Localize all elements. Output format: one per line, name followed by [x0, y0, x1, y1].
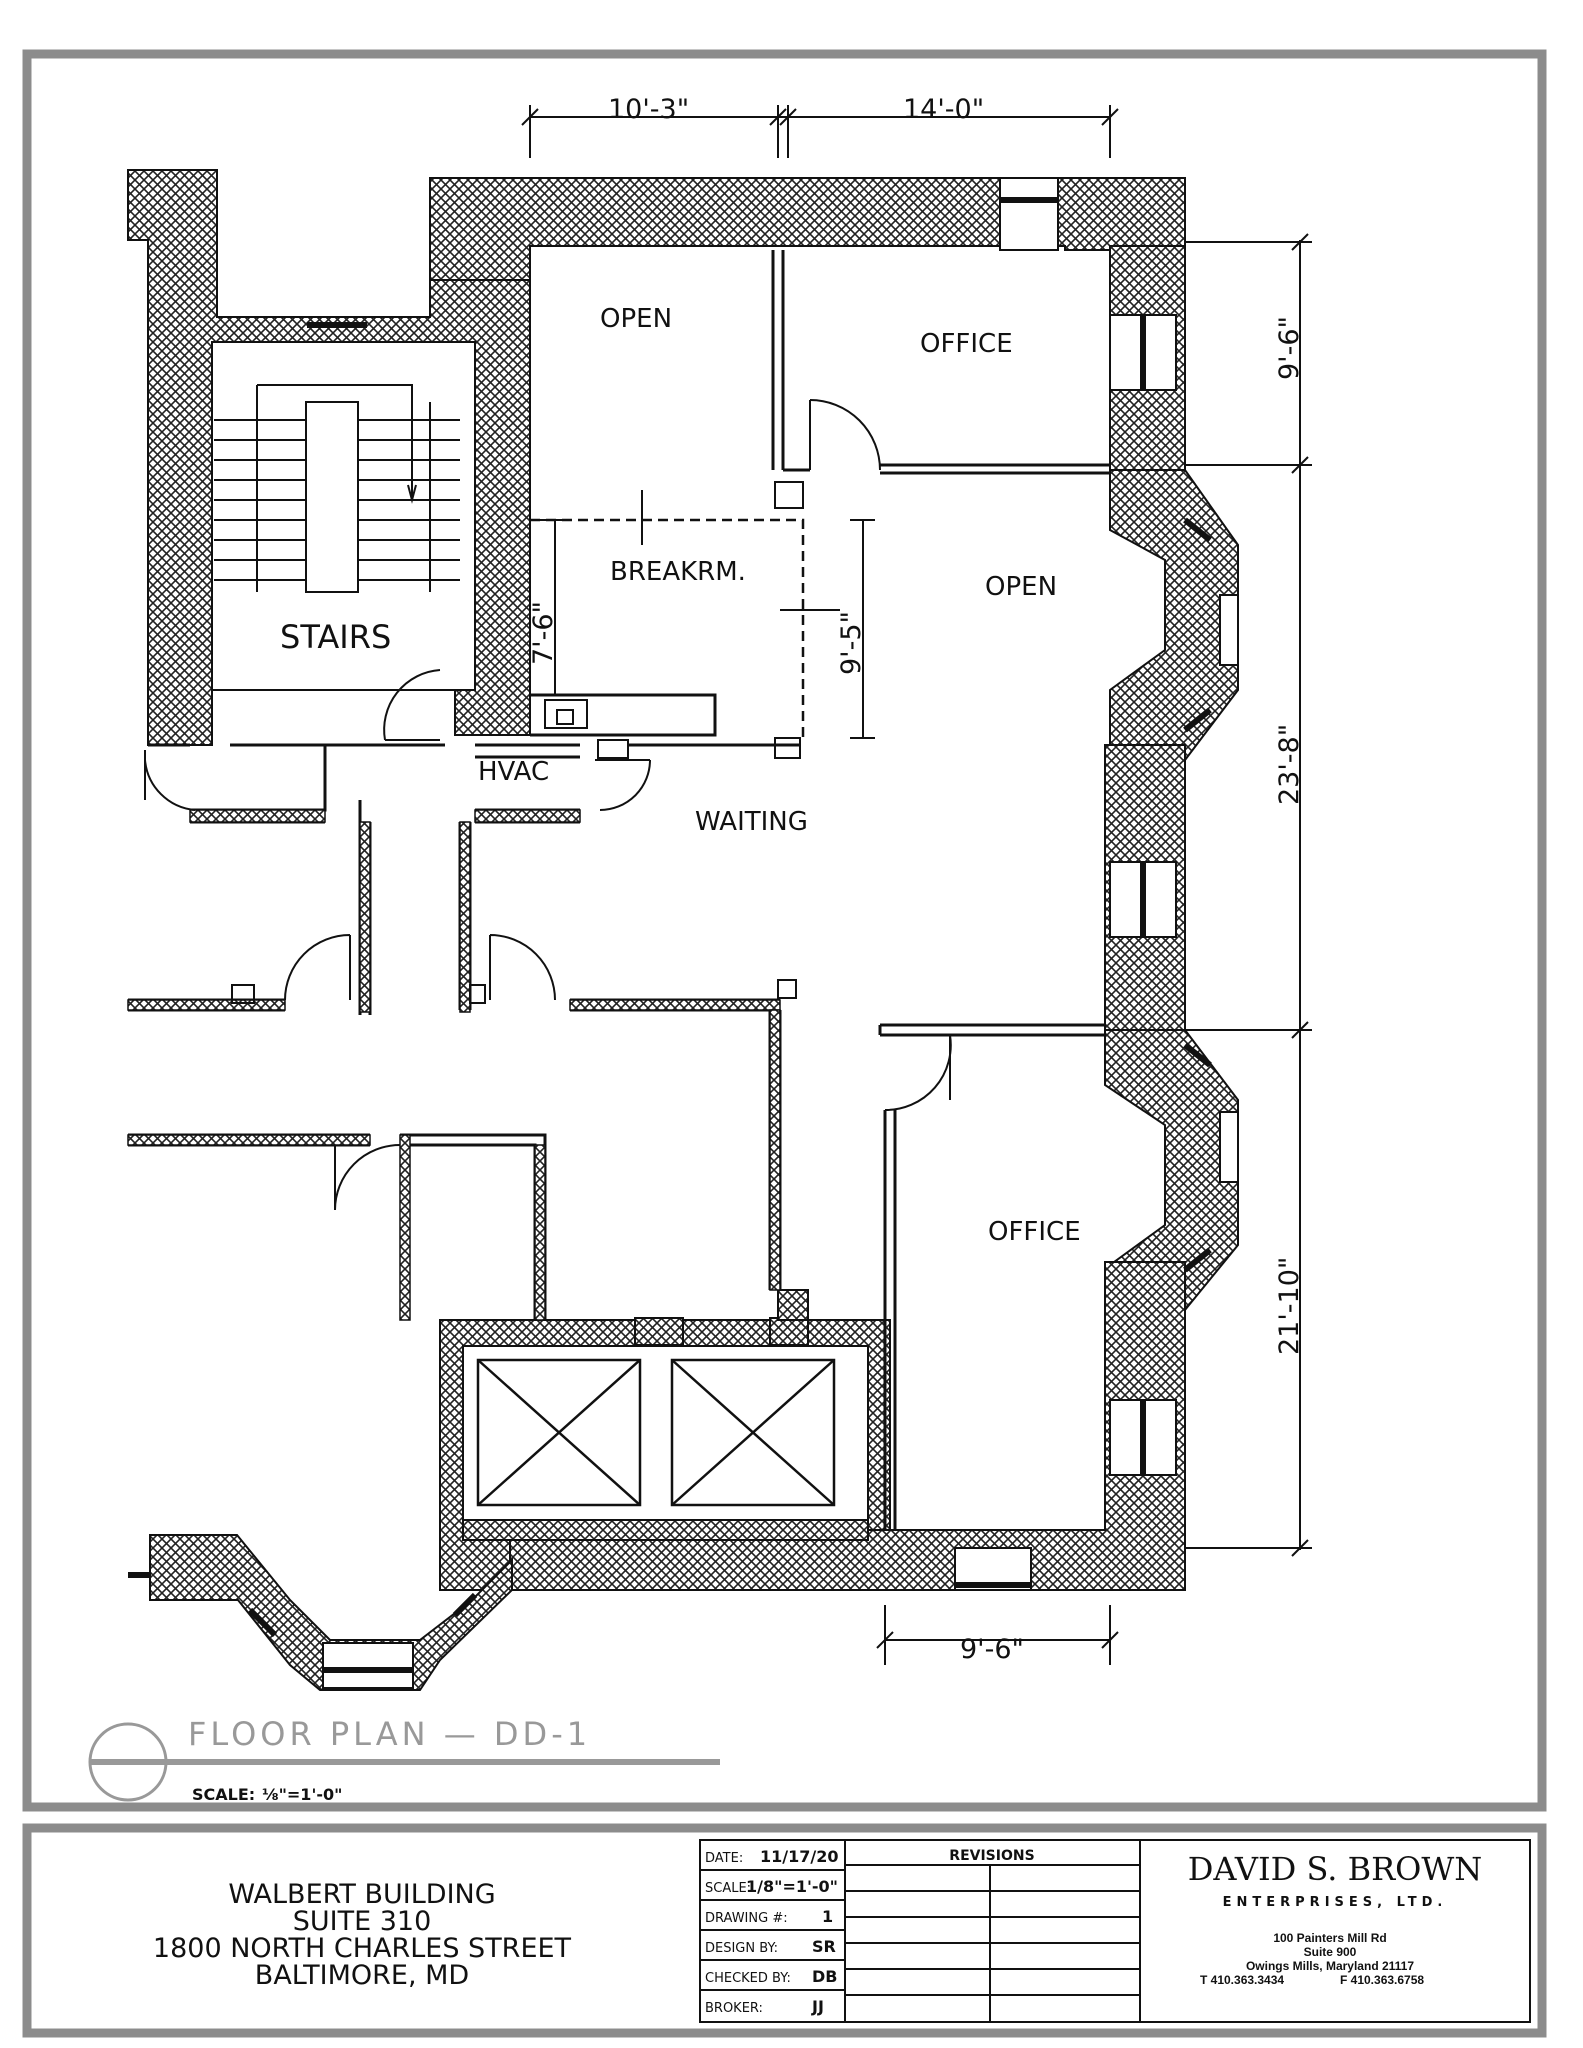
dim-top-left: 10'-3" [608, 94, 689, 125]
field-label-scale: SCALE: [705, 1881, 751, 1896]
field-value-checked: DB [812, 1967, 837, 1986]
windows [128, 177, 1239, 1689]
dim-right-bottom: 21'-10" [1274, 1257, 1305, 1355]
dim-breakroom-left: 7'-6" [528, 601, 559, 665]
plan-title: FLOOR PLAN — DD-1 [188, 1715, 591, 1753]
street-address: 1800 NORTH CHARLES STREET [153, 1933, 572, 1964]
field-label-checked: CHECKED BY: [705, 1971, 791, 1986]
field-label-design: DESIGN BY: [705, 1941, 778, 1956]
field-label-drawing: DRAWING #: [705, 1911, 788, 1926]
breakroom-outline [530, 518, 805, 738]
hatched-partitions [127, 809, 781, 1321]
field-value-date: 11/17/20 [760, 1847, 838, 1866]
field-value-design: SR [812, 1937, 836, 1956]
title-block-border [22, 1823, 1547, 2038]
room-label-office-top: OFFICE [920, 329, 1013, 359]
suite-number: SUITE 310 [293, 1906, 432, 1937]
room-label-stairs: STAIRS [280, 618, 391, 656]
room-label-office-bottom: OFFICE [988, 1217, 1081, 1247]
room-label-open-top: OPEN [600, 304, 672, 334]
dim-right-mid: 23'-8" [1274, 724, 1305, 805]
room-label-waiting: WAITING [695, 807, 808, 837]
scale-value: ⅛"=1'-0" [262, 1785, 342, 1804]
revisions-header: REVISIONS [949, 1848, 1034, 1864]
plan-title-symbol [88, 1722, 720, 1802]
company-phone: T 410.363.3434 [1200, 1973, 1284, 1987]
scale-label: SCALE: [192, 1785, 255, 1804]
breakroom-fixture [544, 490, 840, 729]
company-address-line2: Suite 900 [1304, 1945, 1357, 1959]
title-block-grid [699, 1839, 1531, 2023]
elevators [476, 1358, 836, 1507]
room-label-open-mid: OPEN [985, 572, 1057, 602]
field-value-drawing: 1 [822, 1907, 833, 1926]
dimension-lines [521, 105, 1312, 1665]
doors [144, 399, 952, 1211]
field-label-date: DATE: [705, 1851, 743, 1866]
masonry-walls [127, 169, 1239, 1691]
building-name: WALBERT BUILDING [228, 1879, 495, 1910]
drawing-border [22, 49, 1547, 1812]
field-label-broker: BROKER: [705, 2001, 763, 2016]
company-subtitle: ENTERPRISES, LTD. [1223, 1895, 1448, 1910]
company-address-line3: Owings Mills, Maryland 21117 [1246, 1959, 1414, 1973]
dim-bottom: 9'-6" [960, 1634, 1024, 1665]
field-value-scale: 1/8"=1'-0" [746, 1877, 838, 1896]
dim-breakroom-right: 9'-5" [836, 611, 867, 675]
field-value-broker: JJ [811, 1997, 824, 2016]
city-state: BALTIMORE, MD [255, 1960, 469, 1991]
dim-right-top: 9'-6" [1274, 316, 1305, 380]
room-label-breakroom: BREAKRM. [610, 557, 746, 587]
room-label-hvac: HVAC [478, 757, 549, 787]
company-fax: F 410.363.6758 [1340, 1973, 1424, 1987]
stairs-detail [211, 341, 476, 691]
company-address-line1: 100 Painters Mill Rd [1273, 1931, 1386, 1945]
company-name: DAVID S. BROWN [1188, 1850, 1483, 1888]
dim-top-right: 14'-0" [903, 94, 984, 125]
